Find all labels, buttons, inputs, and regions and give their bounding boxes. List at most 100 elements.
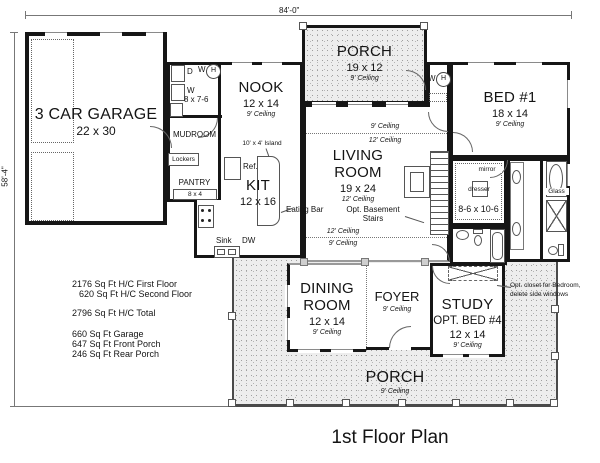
ceiling-break-line — [306, 133, 447, 134]
study-name: STUDY — [441, 296, 494, 313]
opt-closet-note-line2: delete side windows — [510, 291, 569, 298]
study-ceiling: 9' Ceiling — [453, 341, 482, 349]
rear-porch-floor — [302, 25, 427, 104]
stove-box — [198, 205, 214, 228]
living-room-size: 19 x 24 — [339, 182, 377, 195]
study-size: 12 x 14 — [449, 328, 486, 341]
toilet-bowl — [548, 246, 558, 255]
dishwasher-label: DW — [242, 236, 256, 245]
dryer-label: D — [187, 67, 193, 76]
garage-bay-outline — [31, 39, 74, 143]
dimension-line-top — [25, 15, 572, 16]
staircase — [430, 151, 449, 235]
rear-porch-label: PORCH 19 x 12 9' Ceiling — [303, 43, 426, 83]
vanity-sink — [512, 170, 521, 184]
water-heater-w-label: W — [198, 65, 206, 74]
dresser-box — [472, 181, 488, 197]
porch-post — [398, 399, 406, 407]
kitchen-sink-basin — [228, 249, 236, 255]
plan-title: 1st Floor Plan — [331, 427, 449, 448]
toilet — [473, 229, 483, 234]
garage-name: 3 CAR GARAGE — [34, 106, 158, 123]
dining-label: DINING ROOM 12 x 14 9' Ceiling — [293, 280, 361, 337]
ceiling-label: 9' Ceiling — [370, 123, 400, 130]
ceiling-label: 9' Ceiling — [328, 240, 358, 247]
washer-label: W — [187, 86, 195, 95]
lockers-box — [168, 153, 199, 166]
stat-first-floor: 2176 Sq Ft H/C First Floor — [72, 279, 178, 289]
window — [312, 102, 336, 108]
column-post — [300, 258, 308, 266]
garage-size: 22 x 30 — [76, 123, 116, 138]
hall-closet-shelf — [429, 93, 447, 102]
window — [469, 352, 489, 358]
window — [100, 30, 122, 36]
study-label: STUDY OPT. BED #4 12 x 14 9' Ceiling — [431, 296, 504, 350]
dimension-width-label: 84'-0" — [276, 6, 303, 15]
window — [285, 285, 291, 307]
washer-box — [171, 84, 185, 101]
square-footage-stats: 2176 Sq Ft H/C First Floor 620 Sq Ft H/C… — [72, 279, 192, 359]
kitchen-name: KIT — [246, 177, 270, 194]
bed1-room — [450, 62, 570, 158]
living-room-name: LIVING ROOM — [332, 147, 384, 181]
nook-label: NOOK 12 x 14 9' Ceiling — [220, 79, 302, 119]
foyer-front-wall — [366, 347, 389, 350]
dining-size: 12 x 14 — [308, 315, 346, 328]
stat-total: 2796 Sq Ft H/C Total — [72, 308, 156, 318]
mirror-label: mirror — [472, 166, 502, 174]
closet-size-label: 8-6 x 10-6 — [458, 204, 499, 214]
porch-post — [420, 22, 428, 30]
garage-label: 3 CAR GARAGE 22 x 30 — [25, 106, 167, 138]
bathtub — [490, 229, 505, 263]
pantry-size-label: 8 x 4 — [187, 191, 203, 198]
window — [232, 60, 252, 66]
porch-post — [286, 399, 294, 407]
bed1-size: 18 x 14 — [491, 107, 529, 120]
stat-garage: 660 Sq Ft Garage — [72, 329, 144, 339]
stove-burner — [208, 209, 211, 212]
porch-post — [550, 399, 558, 407]
stove-burner — [208, 219, 211, 222]
garage-bay-outline — [31, 152, 74, 221]
sink-label: Sink — [216, 236, 232, 245]
window — [348, 102, 372, 108]
garage-room — [25, 32, 167, 225]
porch-post — [506, 399, 514, 407]
dining-foyer-divider — [366, 263, 367, 349]
laundry-size-label: 8 x 7-6 — [184, 95, 209, 104]
foyer-name: FOYER — [374, 289, 420, 304]
opt-closet-note-line1: Opt. closet for Bedroom, — [510, 282, 581, 289]
bath-sink — [456, 230, 469, 240]
toilet-bowl — [474, 235, 482, 246]
glass-label: Glass — [544, 188, 569, 196]
dryer-box — [171, 65, 185, 82]
kitchen-label: KIT 12 x 16 — [218, 177, 298, 208]
foyer-label: FOYER 9' Ceiling — [366, 289, 428, 313]
front-porch-name: PORCH — [365, 369, 425, 386]
laundry-sink-box — [170, 103, 183, 117]
dresser-label: dresser — [468, 186, 490, 193]
dining-ceiling: 9' Ceiling — [312, 328, 342, 336]
mudroom-label: MUDROOM — [172, 130, 217, 139]
dining-room-box — [287, 263, 366, 352]
column-post — [421, 258, 429, 266]
rear-porch-name: PORCH — [336, 43, 393, 60]
dimension-line-left — [14, 32, 15, 407]
rear-porch-ceiling: 9' Ceiling — [350, 75, 379, 83]
window — [468, 60, 494, 66]
porch-post — [342, 399, 350, 407]
basement-note-line2: Stairs — [362, 213, 384, 223]
toilet — [558, 244, 564, 256]
water-heater2-icon: H — [436, 72, 451, 87]
front-porch-label: PORCH 9' Ceiling — [345, 369, 445, 396]
stove-burner — [201, 209, 204, 212]
nook-ceiling: 9' Ceiling — [246, 111, 276, 119]
living-room-label: LIVING ROOM 19 x 24 12' Ceiling — [318, 147, 398, 204]
column-post — [361, 258, 369, 266]
window — [298, 347, 320, 353]
nook-size: 12 x 14 — [242, 97, 280, 110]
lockers-label: Lockers — [172, 156, 195, 163]
kitchen-size: 12 x 16 — [239, 195, 277, 208]
dining-name: DINING ROOM — [300, 280, 354, 314]
